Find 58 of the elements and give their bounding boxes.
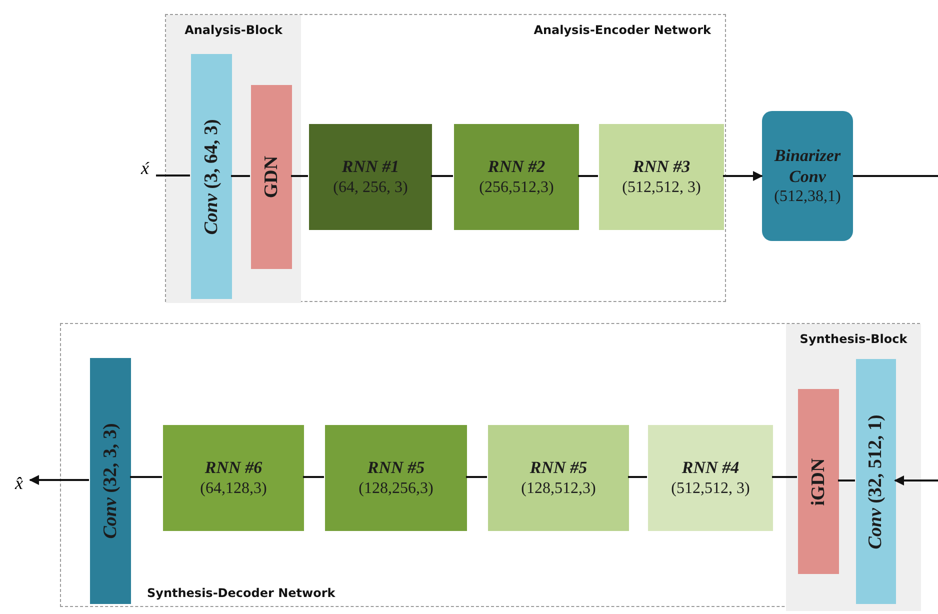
layer-label: iGDN (808, 458, 830, 506)
rnn-layer-box (648, 425, 773, 531)
layer-bar (856, 359, 896, 604)
connector-line (838, 480, 855, 482)
layer-params: (128,256,3) (358, 478, 434, 499)
network-frame (165, 14, 726, 302)
rnn-layer-box (599, 124, 724, 230)
signal-symbol: x́ (134, 155, 156, 181)
block-panel (786, 324, 921, 611)
rnn-layer-box (488, 425, 629, 531)
arrow (894, 476, 938, 486)
layer-name: RNN #3 (632, 156, 690, 178)
signal-symbol: x̂ (8, 470, 30, 496)
connector-line (853, 175, 938, 177)
rnn-layer-box (309, 124, 432, 230)
layer-label: Conv (32, 512, 1) (865, 414, 887, 549)
arrow (29, 475, 89, 485)
layer-bar (798, 389, 839, 574)
binarizer-box (762, 111, 853, 241)
layer-params: (512,512, 3) (622, 178, 701, 198)
layer-name: RNN #4 (682, 457, 740, 479)
rnn-layer-box (325, 425, 467, 531)
layer-params: (512,38,1) (774, 187, 841, 208)
layer-params: (256,512,3) (479, 178, 554, 198)
layer-name: RNN #5 (530, 457, 588, 479)
network-title: Synthesis-Decoder Network (147, 586, 336, 600)
layer-name: RNN #5 (367, 457, 425, 479)
connector-line (156, 174, 190, 176)
rnn-layer-box (163, 425, 304, 531)
layer-bar (90, 358, 131, 604)
arrow (723, 171, 763, 181)
layer-params: (64, 256, 3) (333, 178, 408, 198)
connector-line (431, 175, 453, 177)
layer-bar (251, 85, 292, 269)
layer-bar (191, 54, 232, 299)
connector-line (291, 175, 308, 177)
layer-label: Conv (3, 64, 3) (200, 118, 222, 234)
network-title: Analysis-Encoder Network (534, 23, 711, 37)
connector-line (772, 476, 797, 478)
connector-line (466, 476, 487, 478)
connector-line (231, 175, 250, 177)
layer-label: Conv (32, 3, 3) (100, 423, 122, 539)
connector-line (130, 476, 162, 478)
layer-params: (128,512,3) (521, 478, 596, 499)
block-title: Synthesis-Block (798, 332, 908, 346)
layer-name: RNN #1 (342, 156, 400, 178)
layer-name: RNN #6 (204, 457, 262, 479)
layer-name: RNN #2 (488, 156, 546, 178)
connector-line (578, 175, 598, 177)
layer-params: (512,512, 3) (671, 478, 750, 499)
connector-line (303, 476, 324, 478)
rnn-layer-box (454, 124, 579, 230)
block-panel (166, 15, 301, 303)
layer-params: (64,128,3) (200, 478, 267, 499)
layer-name: Binarizer Conv (773, 144, 842, 188)
block-title: Analysis-Block (184, 23, 284, 37)
connector-line (628, 476, 647, 478)
layer-label: GDN (260, 156, 282, 198)
